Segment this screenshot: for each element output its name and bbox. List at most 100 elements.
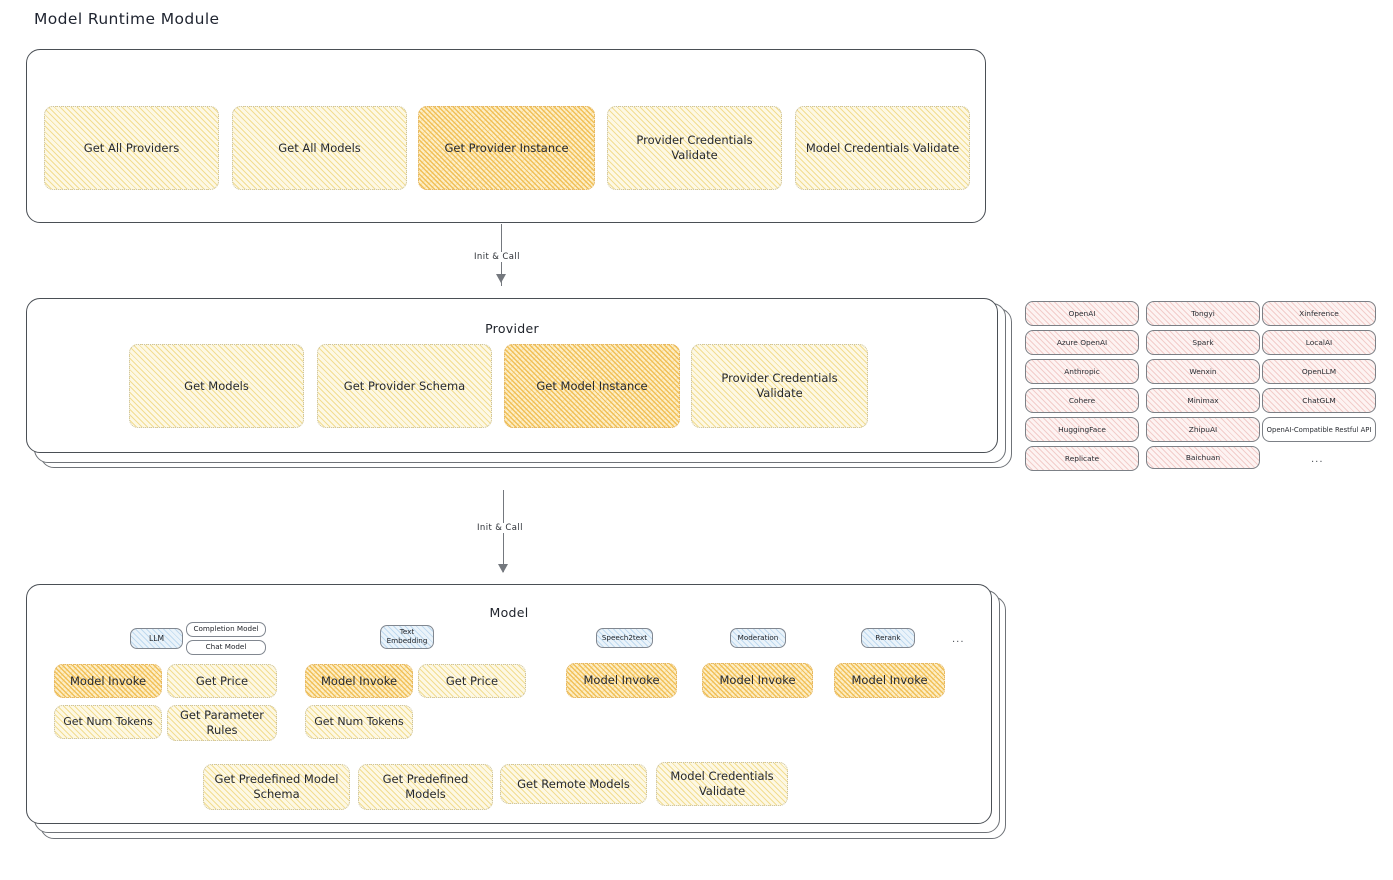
cell-label: Get Remote Models bbox=[517, 776, 630, 791]
pill-label: ChatGLM bbox=[1302, 396, 1336, 405]
provider-cell-get-models[interactable]: Get Models bbox=[129, 344, 304, 428]
pill-label: OpenAI-Compatible Restful API bbox=[1266, 425, 1372, 434]
arrow-label-init-call-2: Init & Call bbox=[473, 523, 527, 533]
llm-method-model-invoke[interactable]: Model Invoke bbox=[54, 664, 162, 698]
provider-pill-minimax[interactable]: Minimax bbox=[1146, 388, 1260, 413]
provider-pill-cohere[interactable]: Cohere bbox=[1025, 388, 1139, 413]
badge-label: Rerank bbox=[875, 632, 901, 642]
arrow-head bbox=[498, 564, 508, 573]
cell-label: Get Provider Instance bbox=[444, 140, 569, 155]
model-type-badge-speech2text[interactable]: Speech2text bbox=[596, 628, 653, 648]
rerank-method-model-invoke[interactable]: Model Invoke bbox=[834, 663, 945, 698]
model-sub-badge-chat-model[interactable]: Chat Model bbox=[186, 640, 266, 655]
speech2text-method-model-invoke[interactable]: Model Invoke bbox=[566, 663, 677, 698]
model-sub-badge-completion-model[interactable]: Completion Model bbox=[186, 622, 266, 637]
factory-cell-provider-credentials-validate[interactable]: Provider Credentials Validate bbox=[607, 106, 782, 190]
pill-label: HuggingFace bbox=[1058, 425, 1106, 434]
badge-label: Moderation bbox=[737, 632, 779, 642]
pill-label: Tongyi bbox=[1191, 309, 1215, 318]
cell-label: Get All Models bbox=[278, 140, 361, 155]
factory-cell-model-credentials-validate[interactable]: Model Credentials Validate bbox=[795, 106, 970, 190]
pill-label: Xinference bbox=[1299, 309, 1339, 318]
cell-label: Model Invoke bbox=[69, 673, 147, 688]
provider-pill-tongyi[interactable]: Tongyi bbox=[1146, 301, 1260, 326]
model-common-get-remote-models[interactable]: Get Remote Models bbox=[500, 764, 647, 804]
cell-label: Get Predefined Model Schema bbox=[214, 772, 339, 801]
model-type-badge-text-embedding[interactable]: Text Embedding bbox=[380, 625, 434, 649]
arrow-head bbox=[496, 274, 506, 283]
cell-label: Model Invoke bbox=[851, 673, 928, 688]
provider-cell-provider-credentials-validate[interactable]: Provider Credentials Validate bbox=[691, 344, 868, 428]
model-common-get-predefined-model-schema[interactable]: Get Predefined Model Schema bbox=[203, 764, 350, 810]
provider-pill-zhipuai[interactable]: ZhipuAI bbox=[1146, 417, 1260, 442]
provider-pill-xinference[interactable]: Xinference bbox=[1262, 301, 1376, 326]
pill-label: Minimax bbox=[1187, 396, 1219, 405]
provider-pill-baichuan[interactable]: Baichuan bbox=[1146, 446, 1260, 469]
text-embedding-method-get-num-tokens[interactable]: Get Num Tokens bbox=[305, 705, 413, 739]
model-types-ellipsis: ... bbox=[952, 634, 965, 645]
cell-label: Get Num Tokens bbox=[314, 714, 404, 728]
factory-cell-get-all-models[interactable]: Get All Models bbox=[232, 106, 407, 190]
pill-label: LocalAI bbox=[1305, 338, 1333, 347]
pill-label: ZhipuAI bbox=[1188, 425, 1218, 434]
llm-method-get-price[interactable]: Get Price bbox=[167, 664, 277, 698]
page-title: Model Runtime Module bbox=[34, 10, 220, 28]
llm-method-get-parameter-rules[interactable]: Get Parameter Rules bbox=[167, 705, 277, 741]
cell-label: Model Credentials Validate bbox=[805, 140, 960, 155]
badge-label: Completion Model bbox=[193, 624, 259, 634]
cell-label: Get Num Tokens bbox=[63, 714, 153, 728]
factory-cell-get-provider-instance[interactable]: Get Provider Instance bbox=[418, 106, 595, 190]
provider-pill-openai[interactable]: OpenAI bbox=[1025, 301, 1139, 326]
model-common-model-credentials-validate[interactable]: Model Credentials Validate bbox=[656, 762, 788, 806]
cell-label: Get Price bbox=[445, 673, 499, 688]
model-type-badge-llm[interactable]: LLM bbox=[130, 628, 183, 649]
badge-label: Speech2text bbox=[601, 632, 648, 642]
model-provider-factory-panel: Model Provider Factory Get All Providers… bbox=[26, 49, 986, 223]
cell-label: Model Invoke bbox=[320, 673, 398, 688]
model-type-badge-moderation[interactable]: Moderation bbox=[730, 628, 786, 648]
pill-label: Baichuan bbox=[1185, 453, 1221, 462]
provider-panel: Provider Get Models Get Provider Schema … bbox=[26, 298, 1012, 478]
cell-label: Get Parameter Rules bbox=[180, 708, 264, 737]
provider-cell-get-provider-schema[interactable]: Get Provider Schema bbox=[317, 344, 492, 428]
provider-pill-anthropic[interactable]: Anthropic bbox=[1025, 359, 1139, 384]
cell-label: Model Invoke bbox=[719, 673, 796, 688]
provider-pill-openai-compatible-restful-api[interactable]: OpenAI-Compatible Restful API bbox=[1262, 417, 1376, 442]
pill-label: Spark bbox=[1192, 338, 1214, 347]
llm-method-get-num-tokens[interactable]: Get Num Tokens bbox=[54, 705, 162, 739]
factory-cell-get-all-providers[interactable]: Get All Providers bbox=[44, 106, 219, 190]
moderation-method-model-invoke[interactable]: Model Invoke bbox=[702, 663, 813, 698]
badge-label: Text Embedding bbox=[386, 627, 428, 645]
provider-pill-localai[interactable]: LocalAI bbox=[1262, 330, 1376, 355]
pill-label: OpenLLM bbox=[1301, 367, 1337, 376]
cell-label: Get Model Instance bbox=[536, 378, 648, 393]
text-embedding-method-get-price[interactable]: Get Price bbox=[418, 664, 526, 698]
badge-label: Chat Model bbox=[205, 642, 247, 652]
cell-label: Provider Credentials Validate bbox=[636, 133, 753, 162]
pill-label: Anthropic bbox=[1064, 367, 1100, 376]
cell-label: Provider Credentials Validate bbox=[721, 371, 838, 400]
provider-pill-wenxin[interactable]: Wenxin bbox=[1146, 359, 1260, 384]
provider-pill-spark[interactable]: Spark bbox=[1146, 330, 1260, 355]
provider-pill-huggingface[interactable]: HuggingFace bbox=[1025, 417, 1139, 442]
cell-label: Model Credentials Validate bbox=[670, 769, 774, 798]
provider-pill-replicate[interactable]: Replicate bbox=[1025, 446, 1139, 471]
cell-label: Get Price bbox=[195, 673, 249, 688]
arrow-label-init-call-1: Init & Call bbox=[470, 252, 524, 262]
model-type-badge-rerank[interactable]: Rerank bbox=[861, 628, 915, 648]
provider-pill-azure-openai[interactable]: Azure OpenAI bbox=[1025, 330, 1139, 355]
provider-cell-get-model-instance[interactable]: Get Model Instance bbox=[504, 344, 680, 428]
model-common-get-predefined-models[interactable]: Get Predefined Models bbox=[358, 764, 493, 810]
badge-label: LLM bbox=[148, 633, 164, 643]
cell-label: Get Predefined Models bbox=[382, 772, 469, 801]
cell-label: Get Models bbox=[184, 378, 249, 393]
model-panel: Model LLM Completion Model Chat Model Mo… bbox=[26, 584, 1006, 850]
model-title: Model bbox=[489, 605, 529, 620]
provider-pill-openllm[interactable]: OpenLLM bbox=[1262, 359, 1376, 384]
text-embedding-method-model-invoke[interactable]: Model Invoke bbox=[305, 664, 413, 698]
cell-label: Model Invoke bbox=[583, 673, 660, 688]
pill-label: OpenAI bbox=[1068, 309, 1096, 318]
provider-pill-chatglm[interactable]: ChatGLM bbox=[1262, 388, 1376, 413]
pill-label: Wenxin bbox=[1189, 367, 1217, 376]
